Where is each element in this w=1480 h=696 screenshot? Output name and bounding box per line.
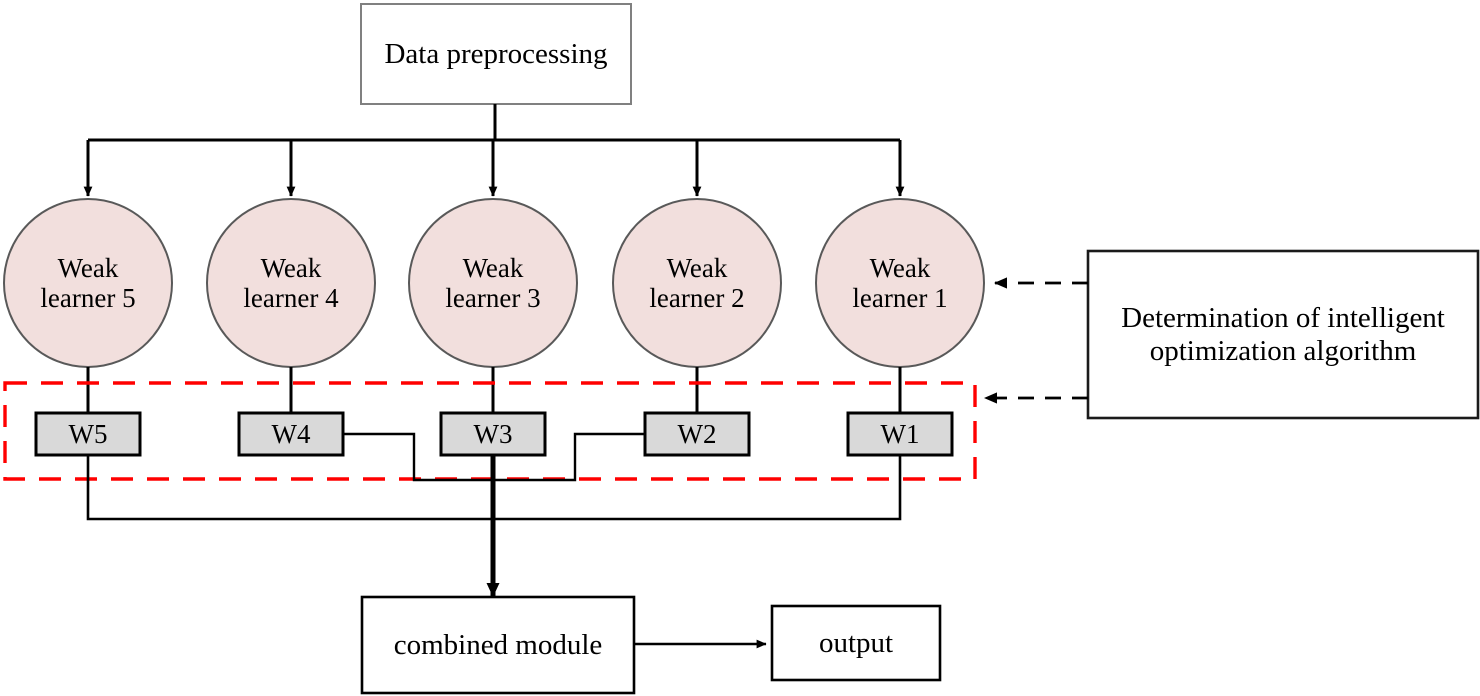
box-output bbox=[770, 604, 942, 682]
box-determination bbox=[1086, 249, 1480, 420]
box-weight-w1 bbox=[846, 411, 954, 457]
box-weight-w3 bbox=[439, 411, 547, 457]
connector-w1-to-lower-bus bbox=[493, 455, 902, 521]
box-data-preprocessing bbox=[360, 3, 632, 105]
circle-learner-2 bbox=[612, 198, 782, 368]
box-combined-module bbox=[360, 595, 636, 695]
circle-learner-4 bbox=[206, 198, 376, 368]
circle-learner-3 bbox=[408, 198, 578, 368]
connector-w4-to-spine bbox=[343, 432, 493, 482]
connector-w2-to-spine bbox=[493, 432, 645, 482]
circle-learner-1 bbox=[815, 198, 985, 368]
box-weight-w2 bbox=[643, 411, 751, 457]
circle-learner-5 bbox=[3, 198, 173, 368]
box-weight-w4 bbox=[237, 411, 345, 457]
box-weight-w5 bbox=[34, 411, 142, 457]
connector-w5-to-lower-bus bbox=[86, 455, 493, 521]
